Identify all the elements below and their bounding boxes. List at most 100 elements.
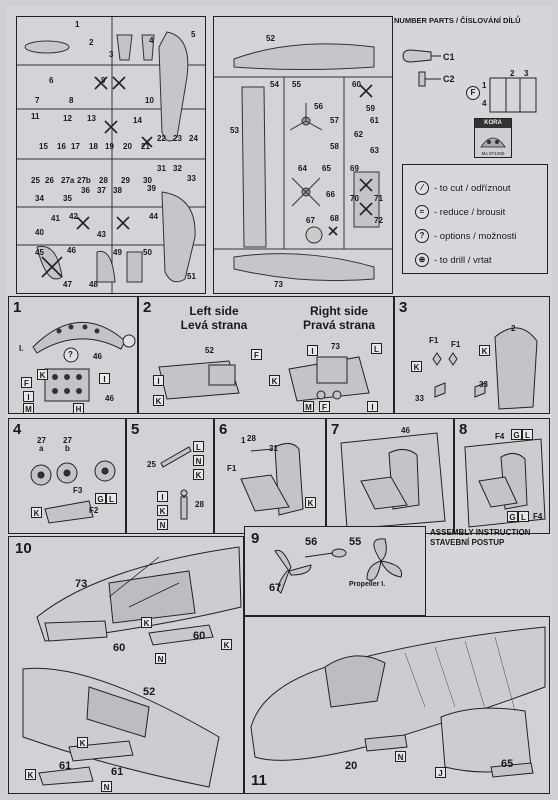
part-label: 73 xyxy=(75,578,88,590)
part-letter: I xyxy=(307,345,318,356)
sprue-label: 50 xyxy=(143,248,152,257)
sprue-label: 62 xyxy=(354,130,363,139)
part-c1-label: C1 xyxy=(443,52,455,62)
step-5: 5 25 L N K I K N 28 xyxy=(126,418,214,534)
sprue-label: 46 xyxy=(67,246,76,255)
sprue-label: 15 xyxy=(39,142,48,151)
part-f-group: F 2 3 1 4 xyxy=(466,70,546,116)
sprue-label: 68 xyxy=(330,214,339,223)
sprue-label: 30 xyxy=(143,176,152,185)
part-label: F4 xyxy=(533,512,543,521)
sprue-label: 72 xyxy=(374,216,383,225)
part-label: 46 xyxy=(93,352,102,361)
step-number: 10 xyxy=(15,540,32,557)
sprue-label: 34 xyxy=(35,194,44,203)
part-letter: I xyxy=(367,401,378,412)
sprue-label: 35 xyxy=(63,194,72,203)
sprue-f-drawing xyxy=(489,77,537,113)
legend-cut: ⁄ - to cut / odříznout xyxy=(415,181,511,195)
part-label: 2 xyxy=(511,324,516,333)
part-label: 33 xyxy=(415,394,424,403)
sprue-right-drawing xyxy=(214,43,392,282)
part-letter: K xyxy=(25,769,36,780)
step-9-drawing xyxy=(274,538,403,594)
sprue-label: 66 xyxy=(326,190,335,199)
part-label: 46 xyxy=(105,394,114,403)
sprue-label: 40 xyxy=(35,228,44,237)
part-label: 1 xyxy=(241,436,246,445)
sprue-label: 41 xyxy=(51,214,60,223)
sprue-label: 64 xyxy=(298,164,307,173)
option-marker: ? xyxy=(68,350,73,359)
sprue-label: 42 xyxy=(69,212,78,221)
part-label: 55 xyxy=(349,536,362,548)
part-letter: L xyxy=(371,343,382,354)
sprue-label: 55 xyxy=(292,80,301,89)
part-label: 56 xyxy=(305,536,318,548)
sprue-label: 37 xyxy=(97,186,106,195)
step-4: 4 27 a 27 b F3 G L K F2 xyxy=(8,418,126,534)
step-6: 6 28 31 F1 K 1 xyxy=(214,418,326,534)
sprue-f-part: 3 xyxy=(524,69,529,78)
part-label: 52 xyxy=(143,686,156,698)
part-label: I. xyxy=(19,344,24,353)
part-label: 25 xyxy=(147,460,156,469)
part-label: F1 xyxy=(429,336,439,345)
part-letter: K xyxy=(77,737,88,748)
part-letter: G xyxy=(511,429,522,440)
sprue-label: 27b xyxy=(77,176,91,185)
sprue-label: 29 xyxy=(121,176,130,185)
part-letter: K xyxy=(221,639,232,650)
part-letter: N xyxy=(395,751,406,762)
part-label: 27 xyxy=(63,436,72,445)
legend-text: - options / možnosti xyxy=(434,230,517,242)
part-label: F1 xyxy=(227,464,237,473)
part-letter: K xyxy=(153,395,164,406)
sprue-label: 11 xyxy=(31,112,40,121)
part-label: F1 xyxy=(451,340,461,349)
step-7-drawing xyxy=(340,432,446,530)
step-1: 1 ? 46 46 I K F H M I I. xyxy=(8,296,138,414)
sprue-left: 1 2 3 4 5 6 7 8 9 10 11 12 13 14 15 16 1… xyxy=(16,16,206,294)
step-number: 9 xyxy=(251,530,260,547)
sprue-label: 57 xyxy=(330,116,339,125)
sprue-label: 20 xyxy=(123,142,132,151)
sprue-label: 24 xyxy=(189,134,198,143)
part-letter: J xyxy=(435,767,446,778)
sprue-f-part: 2 xyxy=(510,69,515,78)
step-11: 11 20 N J 65 xyxy=(244,616,550,794)
part-letter: K xyxy=(411,361,422,372)
assembly-heading: ASSEMBLY INSTRUCTION STAVEBNÍ POSTUP xyxy=(430,528,550,547)
part-label: b xyxy=(65,444,70,453)
part-letter: K xyxy=(305,497,316,508)
part-label: Propeller I. xyxy=(349,581,386,588)
step-9: 9 56 55 67 Propeller I. xyxy=(244,526,426,616)
sprue-right: 52 53 54 55 56 57 58 59 60 61 62 63 64 6… xyxy=(213,16,393,294)
prava-strana-label: Pravá strana xyxy=(302,317,376,332)
part-label: 65 xyxy=(501,758,514,770)
part-label: 61 xyxy=(111,766,124,778)
left-side-label: Left side xyxy=(189,304,239,318)
sprue-label: 27a xyxy=(61,176,75,185)
right-side-label: Right side xyxy=(309,304,368,318)
instruction-sheet: 1 2 3 4 5 6 7 8 9 10 11 12 13 14 15 16 1… xyxy=(6,6,552,794)
part-letter: N xyxy=(157,519,168,530)
assembly-line-2: STAVEBNÍ POSTUP xyxy=(430,537,505,547)
sprue-label: 47 xyxy=(63,280,72,289)
step-3-drawing xyxy=(432,327,538,410)
part-c-group: C1 C2 xyxy=(401,42,461,102)
part-label: F4 xyxy=(495,432,505,441)
part-letter: N xyxy=(193,455,204,466)
options-icon: ? xyxy=(415,229,429,243)
sprue-label: 63 xyxy=(370,146,379,155)
sprue-label: 16 xyxy=(57,142,66,151)
step-10-drawing xyxy=(22,546,242,788)
kora-badge: KORA xyxy=(475,119,511,128)
sprue-label: 53 xyxy=(230,126,239,135)
number-parts-heading: NUMBER PARTS / ČÍSLOVÁNÍ DÍLŮ xyxy=(394,16,521,25)
sprue-label: 9 xyxy=(101,76,106,85)
sprue-label: 45 xyxy=(35,248,44,257)
sprue-label: 18 xyxy=(89,142,98,151)
part-label: F2 xyxy=(89,506,99,515)
step-1-drawing xyxy=(32,321,136,402)
